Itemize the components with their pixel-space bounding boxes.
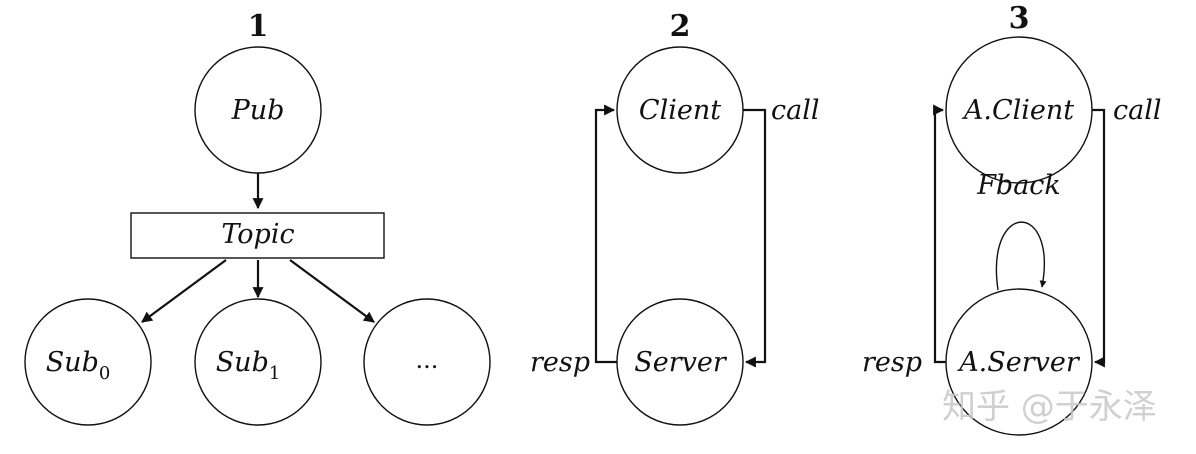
watermark: 知乎 @于永泽: [942, 387, 1157, 427]
call-label: call: [771, 95, 820, 126]
topic-to-more-arrow: [289, 259, 375, 323]
ellipsis-label: ...: [416, 346, 439, 374]
panel-1-number: 1: [248, 9, 269, 44]
sub0-node: [24, 298, 152, 426]
more-subs-node: [363, 298, 491, 426]
resp-label: resp: [530, 347, 590, 378]
resp-arrow: [594, 104, 617, 364]
feedback-label: Fback: [976, 170, 1061, 201]
action-resp-arrow: [933, 104, 946, 364]
topic-label: Topic: [221, 219, 294, 250]
panel-3-action: 3 A.Client A.Server call resp Fback: [862, 1, 1162, 436]
pub-label: Pub: [231, 95, 285, 126]
call-arrow: [743, 108, 767, 368]
panel-3-number: 3: [1009, 1, 1030, 36]
sub1-label: Sub1: [216, 347, 281, 384]
client-label: Client: [639, 95, 721, 126]
panel-2-number: 2: [670, 9, 691, 44]
action-client-label: A.Client: [961, 95, 1074, 126]
sub0-label: Sub0: [46, 347, 111, 384]
server-label: Server: [634, 347, 728, 378]
topic-box: [130, 212, 385, 259]
topic-to-sub0-arrow: [141, 259, 227, 323]
panel-2-service: 2 Client Server call resp: [530, 9, 820, 426]
action-call-arrow: [1092, 108, 1106, 368]
action-resp-label: resp: [862, 347, 922, 378]
panel-1-pub-sub: 1 Pub Topic Sub0 Sub1 ...: [24, 9, 491, 426]
action-call-label: call: [1113, 95, 1162, 126]
sub1-node: [194, 298, 322, 426]
feedback-loop-arrow: [995, 221, 1047, 291]
action-server-label: A.Server: [956, 347, 1081, 378]
